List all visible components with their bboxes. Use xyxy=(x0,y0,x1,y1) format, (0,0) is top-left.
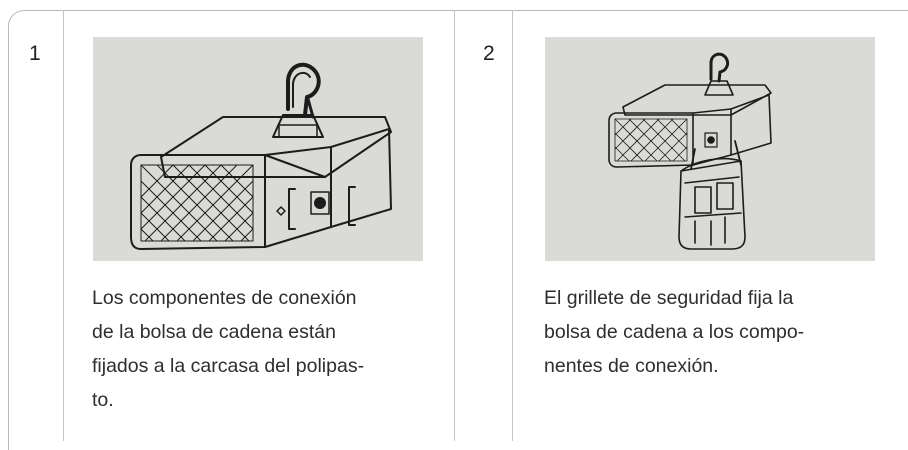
hoist-chain-bag-image xyxy=(545,37,875,261)
column-divider xyxy=(63,10,64,441)
caption-line: to. xyxy=(92,389,114,411)
caption-line: Los componentes de conexión xyxy=(92,287,357,309)
hoist-housing-illustration xyxy=(93,37,423,261)
hoist-housing-image xyxy=(93,37,423,261)
step-caption: Los componentes de conexión de la bolsa … xyxy=(92,281,364,417)
column-divider xyxy=(512,10,513,441)
hoist-chain-bag-illustration xyxy=(545,37,875,261)
step-number: 2 xyxy=(483,42,495,65)
step-caption: El grillete de seguridad fija la bolsa d… xyxy=(544,281,804,383)
caption-line: bolsa de cadena a los compo- xyxy=(544,321,805,343)
caption-line: fijados a la carcasa del polipas- xyxy=(92,355,365,377)
column-divider xyxy=(454,10,455,441)
caption-line: de la bolsa de cadena están xyxy=(92,321,336,343)
instruction-table-frame xyxy=(8,10,908,450)
caption-line: nentes de conexión. xyxy=(544,355,719,377)
caption-line: El grillete de seguridad fija la xyxy=(544,287,794,309)
step-number: 1 xyxy=(29,42,41,65)
